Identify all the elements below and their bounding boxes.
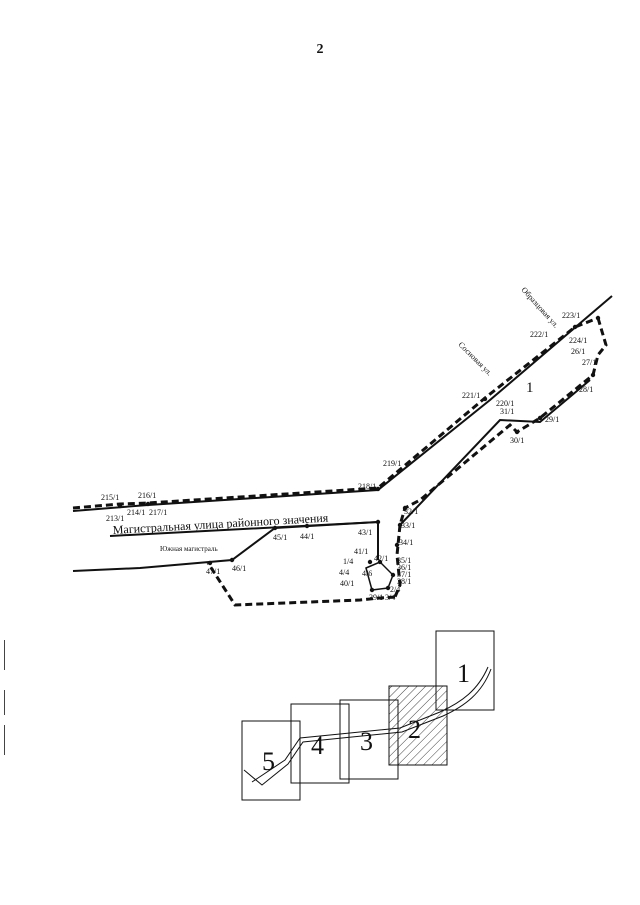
point-label: 219/1 bbox=[383, 459, 401, 468]
point-label: 29/1 bbox=[545, 415, 559, 424]
road-edge-lower-ne bbox=[399, 379, 591, 526]
point-label: 44/1 bbox=[300, 532, 314, 541]
boundary-south bbox=[206, 562, 396, 607]
sheet-number: 3 bbox=[360, 727, 373, 756]
point-label: 32/1 bbox=[404, 507, 418, 516]
point-label: 47/1 bbox=[206, 567, 220, 576]
margin-mark bbox=[4, 690, 5, 715]
page-number: 2 bbox=[316, 42, 324, 57]
point-label: 43/1 bbox=[358, 528, 372, 537]
point-label: 220/1 bbox=[496, 399, 514, 408]
boundary-east bbox=[398, 317, 608, 526]
sheet-frame-5 bbox=[241, 720, 301, 801]
model-street-name: Образцовая ул. bbox=[520, 285, 561, 329]
boundary-upper bbox=[72, 316, 599, 510]
pine-street-name: Сосновая ул. bbox=[457, 340, 494, 377]
point-label: 214/1 bbox=[127, 508, 145, 517]
point-label: 223/1 bbox=[562, 311, 580, 320]
sheet-number: 1 bbox=[457, 659, 470, 688]
point-label: 218/1 bbox=[358, 482, 376, 491]
point-label: 33/1 bbox=[401, 521, 415, 530]
point-label: 2/4 bbox=[390, 585, 400, 594]
point-label: 39/1 bbox=[369, 593, 383, 602]
sheet-number: 2 bbox=[408, 715, 421, 744]
point-label: 41/1 bbox=[354, 547, 368, 556]
point-label: 38/1 bbox=[397, 577, 411, 586]
route-line bbox=[243, 668, 492, 786]
boundary-east-down bbox=[393, 524, 402, 598]
point-label: 1/4 bbox=[343, 557, 353, 566]
point-label: 26/1 bbox=[571, 347, 585, 356]
point-label: 28/1 bbox=[579, 385, 593, 394]
point-label: 3/4 bbox=[385, 593, 395, 602]
point-label: 215/1 bbox=[101, 493, 119, 502]
margin-mark bbox=[4, 725, 5, 755]
point-label: 42/1 bbox=[374, 554, 388, 563]
point-label: 45/1 bbox=[273, 533, 287, 542]
south-highway-name: Южная магистраль bbox=[160, 545, 218, 553]
point-label: 30/1 bbox=[510, 436, 524, 445]
point-label: 221/1 bbox=[462, 391, 480, 400]
point-label: 4/4 bbox=[339, 568, 349, 577]
sheet-index bbox=[241, 630, 495, 801]
point-label: 217/1 bbox=[149, 508, 167, 517]
point-label: 40/1 bbox=[340, 579, 354, 588]
point-label: 31/1 bbox=[500, 407, 514, 416]
point-label: 46/1 bbox=[232, 564, 246, 573]
point-label: 35/1 bbox=[397, 556, 411, 565]
point-label: 37/1 bbox=[397, 570, 411, 579]
lot-polygon bbox=[365, 561, 394, 591]
point-labels: 215/1 216/1 213/1 214/1 217/1 218/1 219/… bbox=[101, 311, 596, 602]
sheet-frame-4 bbox=[290, 703, 350, 784]
point-label: 213/1 bbox=[106, 514, 124, 523]
point-label: 222/1 bbox=[530, 330, 548, 339]
sheet-frame-3 bbox=[339, 699, 399, 780]
sheet-number: 5 bbox=[262, 747, 275, 776]
point-label: 27/1 bbox=[582, 358, 596, 367]
sheet-number: 4 bbox=[311, 731, 324, 760]
zone-label: 1 bbox=[526, 380, 534, 396]
sheet-frame-1 bbox=[435, 630, 495, 711]
route-line bbox=[251, 666, 489, 783]
margin-mark bbox=[4, 640, 5, 670]
point-label: 36/1 bbox=[397, 563, 411, 572]
point-markers bbox=[117, 315, 601, 593]
point-label: 34/1 bbox=[399, 538, 413, 547]
point-label: 216/1 bbox=[138, 491, 156, 500]
point-label: 224/1 bbox=[569, 336, 587, 345]
point-label: 4/6 bbox=[362, 569, 372, 578]
